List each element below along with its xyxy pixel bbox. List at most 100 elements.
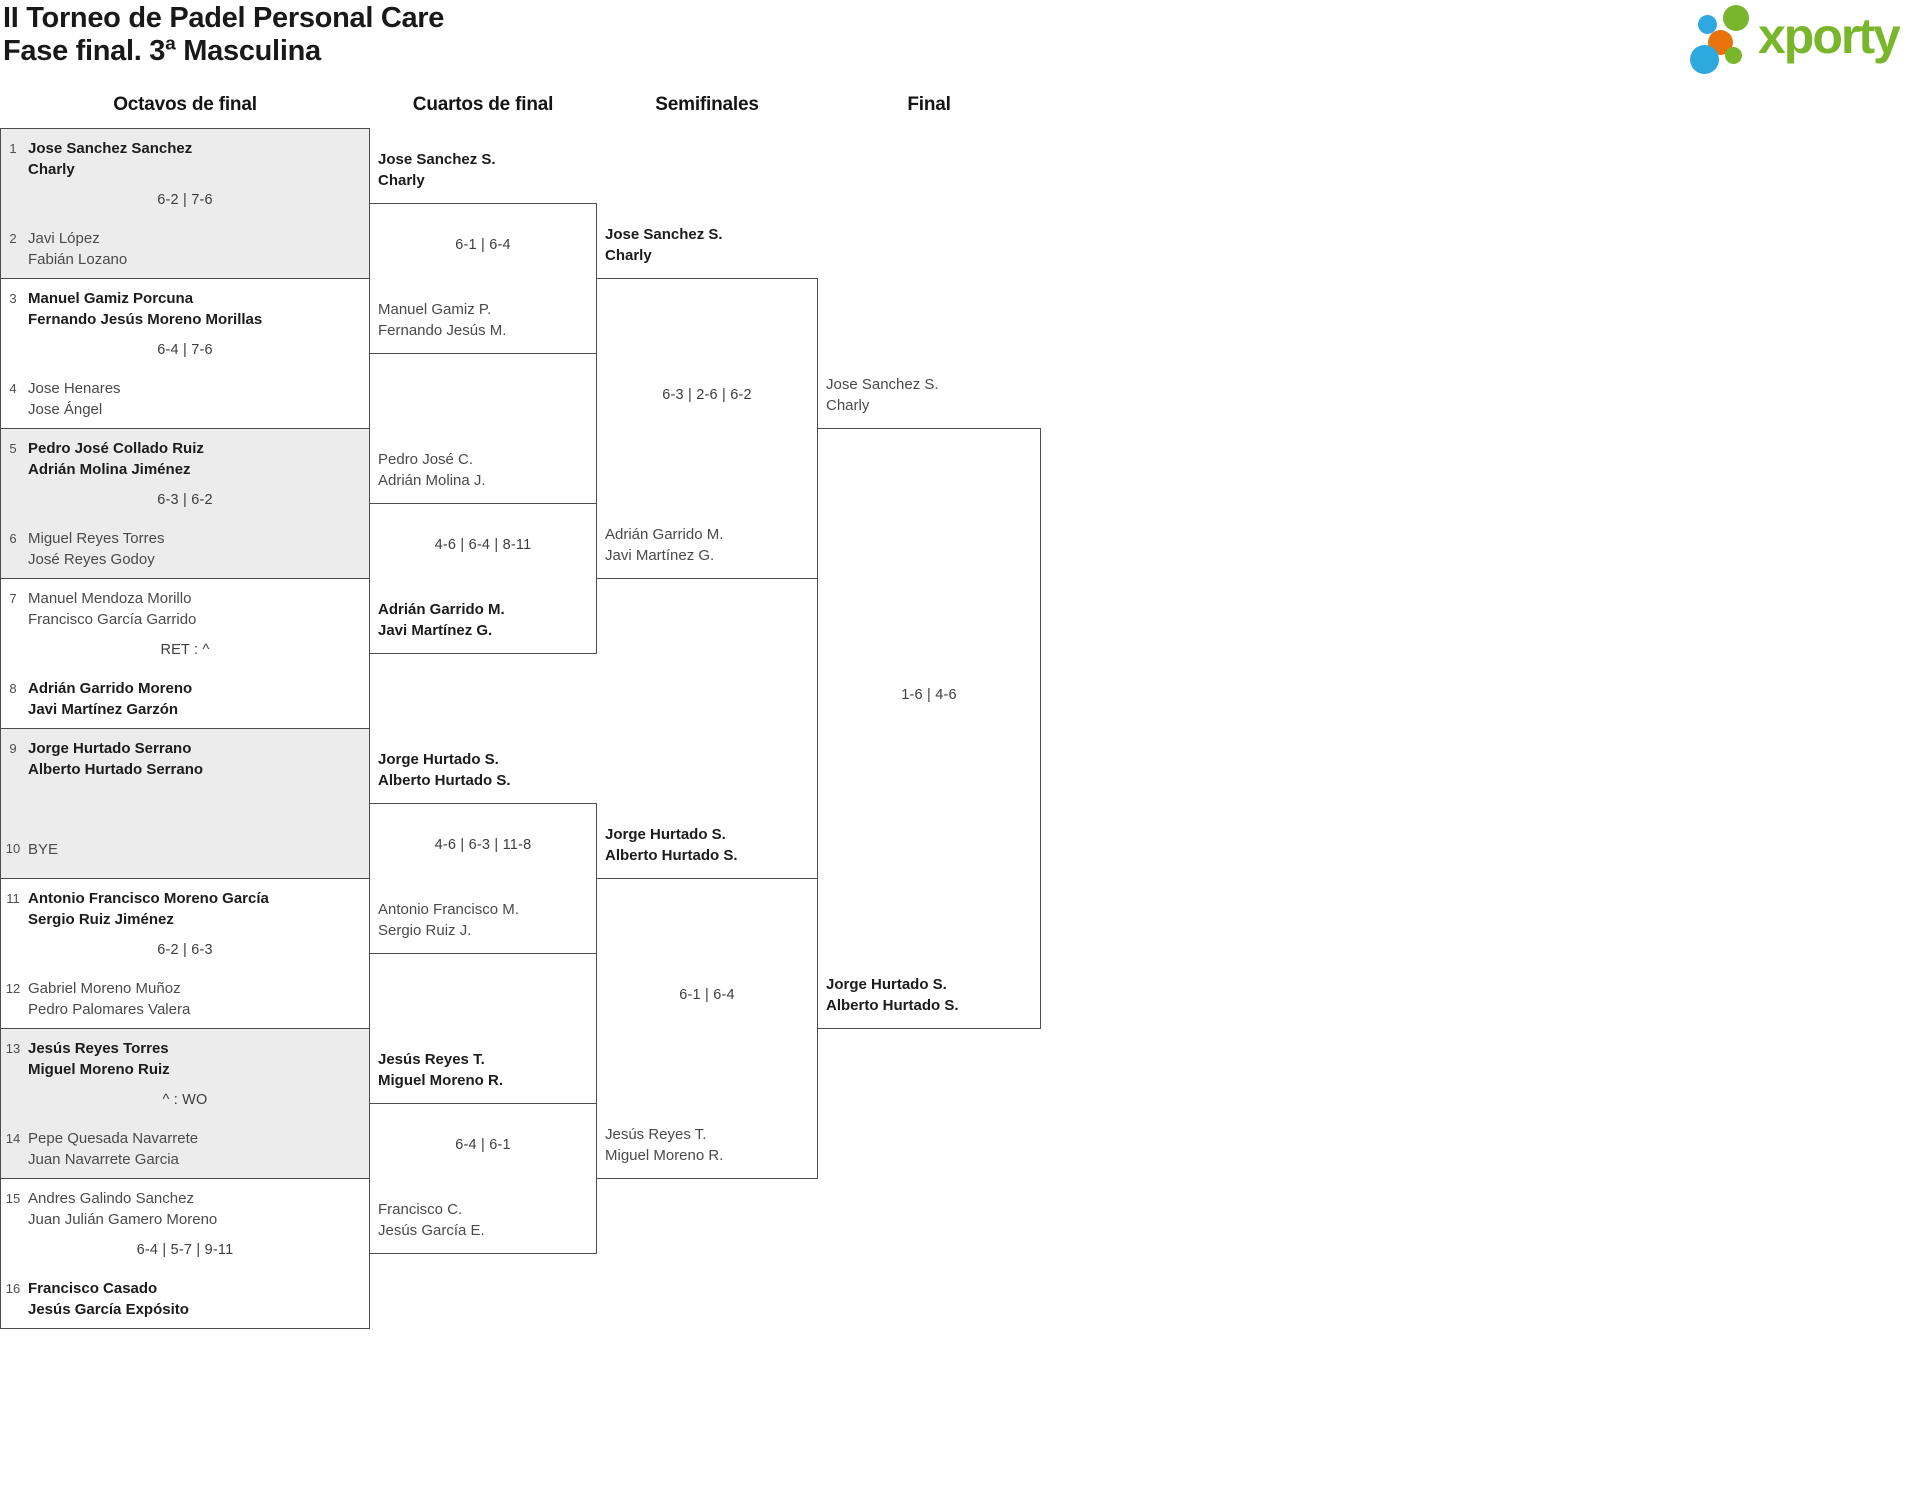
team-name-line: Adrián Garrido M. (378, 601, 505, 618)
seed-number: 7 (9, 590, 17, 606)
participant-label: Manuel Gamiz P.Fernando Jesús M. (378, 299, 588, 341)
seed-number: 14 (5, 1130, 21, 1146)
seed-number: 11 (6, 890, 20, 906)
match-score: 6-4 | 6-1 (455, 1137, 511, 1153)
tournament-header: II Torneo de Padel Personal Care Fase fi… (3, 2, 444, 68)
participant-label: Jesús Reyes T.Miguel Moreno R. (378, 1049, 588, 1091)
seed-number: 5 (9, 440, 17, 456)
participant-label: Jose Sanchez S.Charly (605, 224, 809, 266)
team-name-line: Jorge Hurtado Serrano (28, 740, 192, 757)
team-name-line: Pepe Quesada Navarrete (28, 1130, 199, 1147)
team-name-line: Javi López (28, 230, 100, 247)
participant-label: Jose Sanchez S.Charly (378, 149, 588, 191)
match-score: 6-4 | 7-6 (157, 342, 213, 358)
team-name-line: Charly (826, 397, 870, 414)
logo-dot-green-big-icon (1723, 5, 1749, 31)
team-name-line: Alberto Hurtado S. (605, 847, 738, 864)
team-name-line: Javi Martínez G. (605, 547, 715, 564)
team-name-line: Antonio Francisco M. (378, 901, 519, 918)
team-name-line: Jesús Reyes T. (605, 1126, 707, 1143)
participant-label: Jorge Hurtado S. Alberto Hurtado S. (826, 974, 1032, 1016)
team-name-line: Jesús García E. (378, 1222, 485, 1239)
match-score: 6-4 | 5-7 | 9-11 (136, 1242, 234, 1258)
team-name-line: Jorge Hurtado S. (605, 826, 726, 843)
seed-number: 3 (9, 290, 17, 306)
team-name-line: Jorge Hurtado S. (826, 976, 947, 993)
team-name-line: Francisco C. (378, 1201, 463, 1218)
match-score: 4-6 | 6-4 | 8-11 (434, 537, 532, 553)
seed-number: 4 (9, 380, 17, 396)
team-name-line: Francisco García Garrido (28, 611, 197, 628)
team-name-line: Adrián Garrido M. (605, 526, 724, 543)
match-connector-box (817, 428, 1041, 1029)
team-name-line: Sergio Ruiz Jiménez (28, 911, 174, 928)
team-name-line: Javi Martínez G. (378, 622, 493, 639)
logo-dot-blue-big-icon (1690, 45, 1719, 74)
participant-label: Pedro José C.Adrián Molina J. (378, 449, 588, 491)
xporty-logo: xporty (1686, 2, 1918, 78)
match-score: 6-1 | 6-4 (679, 987, 735, 1003)
match-score: 6-2 | 7-6 (157, 192, 213, 208)
team-name-line: Miguel Moreno R. (605, 1147, 724, 1164)
team-name-line: Jesús Reyes Torres (28, 1040, 169, 1057)
team-name-line: Adrián Garrido Moreno (28, 680, 193, 697)
team-name-line: Jose Sanchez S. (826, 376, 939, 393)
team-name-line: Adrián Molina Jiménez (28, 461, 191, 478)
team-name-line: Pedro José Collado Ruiz (28, 440, 204, 457)
team-name-line: Pedro Palomares Valera (28, 1001, 191, 1018)
participant-label: Antonio Francisco M.Sergio Ruiz J. (378, 899, 588, 941)
seed-number: 13 (5, 1040, 21, 1056)
team-name-line: Andres Galindo Sanchez (28, 1190, 194, 1207)
round-header: Final (907, 94, 951, 115)
team-name-line: Jose Ángel (28, 401, 103, 418)
seed-number: 9 (9, 740, 17, 756)
team-name-line: Juan Navarrete Garcia (28, 1151, 179, 1168)
team-name-line: Fabián Lozano (28, 251, 128, 268)
team-name-line: Fernando Jesús M. (378, 322, 507, 339)
logo-dot-green-small-icon (1725, 47, 1742, 64)
seed-number: 12 (5, 980, 21, 996)
match-score: 6-3 | 6-2 (157, 492, 213, 508)
match-score: 6-3 | 2-6 | 6-2 (662, 387, 752, 403)
team-name-line: Jose Sanchez S. (605, 226, 723, 243)
round-header: Octavos de final (113, 94, 257, 115)
team-name-line: Alberto Hurtado Serrano (28, 761, 204, 778)
participant-label: Francisco C. Jesús García E. (378, 1199, 588, 1241)
team-name-line: Alberto Hurtado S. (826, 997, 959, 1014)
team-name-line: Javi Martínez Garzón (28, 701, 179, 718)
match-score: 4-6 | 6-3 | 11-8 (434, 837, 532, 853)
team-name-line: Jesús Reyes T. (378, 1051, 485, 1068)
team-name-line: Fernando Jesús Moreno Morillas (28, 311, 263, 328)
seed-number: 16 (5, 1280, 21, 1296)
round-header: Semifinales (655, 94, 759, 115)
match-score: 6-2 | 6-3 (157, 942, 213, 958)
team-name-line: José Reyes Godoy (28, 551, 155, 568)
participant-label: Adrián Garrido M. Javi Martínez G. (378, 599, 588, 641)
match-score: RET : ^ (160, 642, 210, 658)
team-name-line: Jose Henares (28, 380, 121, 397)
team-name-line: Antonio Francisco Moreno García (28, 890, 269, 907)
team-name-line: Francisco Casado (28, 1280, 158, 1297)
participant-label: Adrián Garrido M. Javi Martínez G. (605, 524, 809, 566)
match-score: 1-6 | 4-6 (901, 687, 957, 703)
seed-number: 15 (5, 1190, 21, 1206)
